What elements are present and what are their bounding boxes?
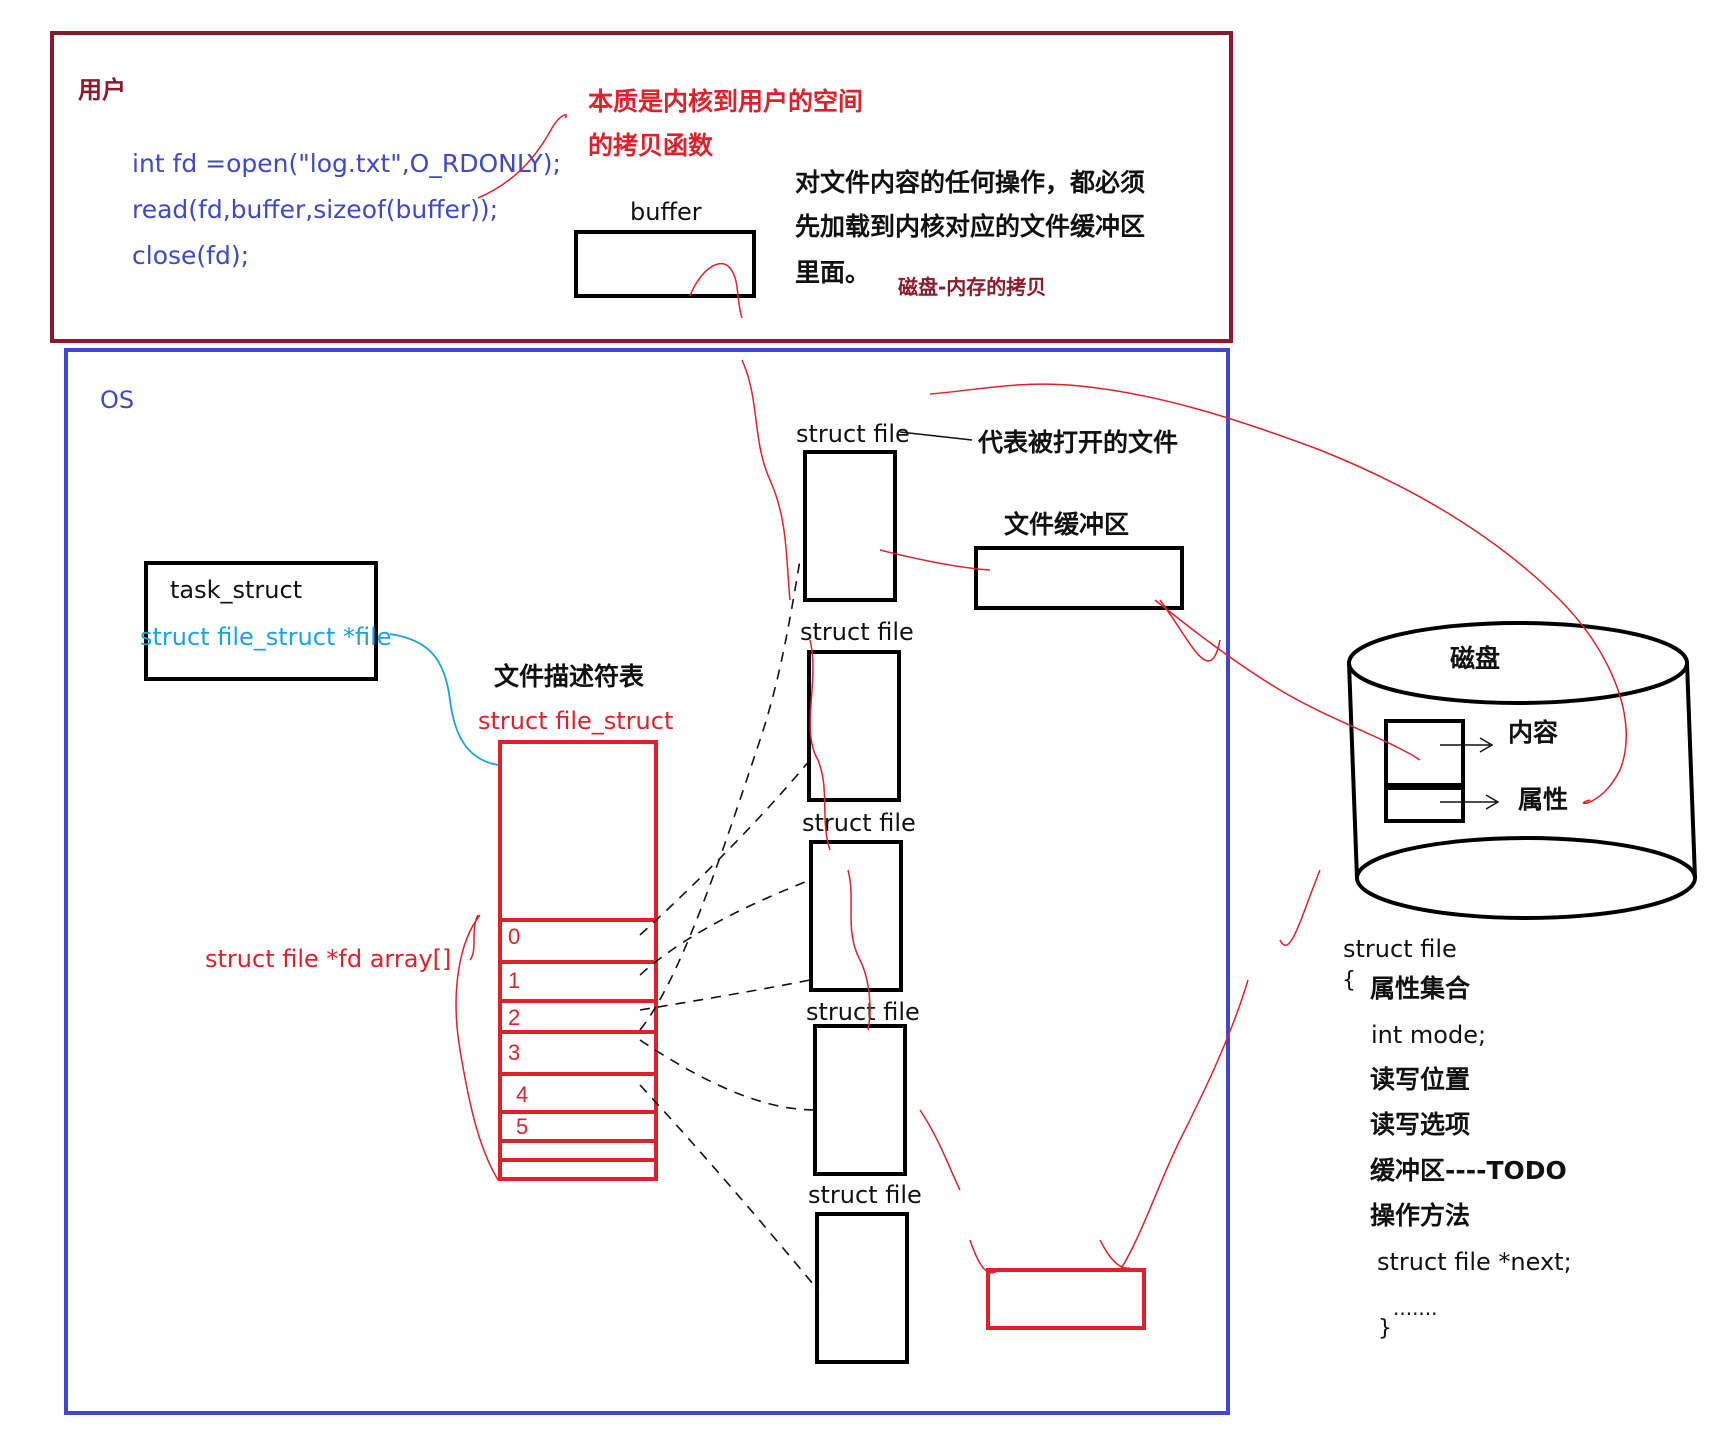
disk-attribute-block (1384, 786, 1465, 823)
struct-file-box-4 (813, 1024, 907, 1176)
task-struct-name: task_struct (170, 576, 303, 604)
struct-def-rw-position: 读写位置 (1370, 1065, 1471, 1094)
disk-memory-copy-note: 磁盘-内存的拷贝 (898, 275, 1047, 299)
fd-index-4: 4 (516, 1082, 529, 1107)
fd-index-3: 3 (508, 1040, 521, 1065)
fd-index-5: 5 (516, 1114, 529, 1139)
kernel-file-buffer-box (974, 546, 1184, 610)
dashed-pointer-fd4 (639, 1084, 819, 1291)
fd-table-struct-name: struct file_struct (478, 707, 674, 735)
struct-file-box-2 (807, 650, 901, 802)
file-op-note-line-2: 先加载到内核对应的文件缓冲区 (795, 212, 1146, 241)
task-struct-file-field: struct file_struct *file (140, 623, 392, 651)
fd-index-0: 0 (508, 924, 521, 949)
opened-file-note: 代表被打开的文件 (978, 428, 1179, 457)
fd-slot-6 (502, 1139, 654, 1143)
buffer-label: buffer (630, 198, 702, 226)
struct-def-operations: 操作方法 (1370, 1201, 1471, 1230)
copy-note-line-2: 的拷贝函数 (588, 131, 714, 160)
code-line-close: close(fd); (132, 241, 249, 270)
file-op-note-line-3: 里面。 (795, 258, 871, 287)
red-stroke-filebuffer (879, 549, 991, 571)
fd-slot-4: 4 (502, 1072, 654, 1107)
red-stroke-fd-bracket (455, 914, 499, 1181)
dashed-pointer-fd2 (639, 979, 811, 1011)
struct-file-box-3 (809, 840, 903, 992)
struct-file-label-3: struct file (802, 809, 916, 837)
disk-attribute-label: 属性 (1518, 785, 1569, 814)
red-stroke-buffer (689, 262, 743, 319)
struct-file-label-1: struct file (796, 420, 910, 448)
arrow-to-opened-file-note (899, 431, 973, 441)
os-space-frame (64, 348, 1230, 1415)
fd-slot-2: 2 (502, 999, 654, 1030)
user-space-title: 用户 (78, 76, 126, 104)
red-stroke-kernel-1 (741, 359, 791, 601)
fd-slot-1: 1 (502, 960, 654, 993)
struct-file-box-1 (803, 450, 897, 602)
second-file-buffer-box (986, 1268, 1146, 1330)
fd-slot-0: 0 (502, 918, 654, 949)
disk-content-label: 内容 (1508, 718, 1559, 747)
struct-def-ellipsis: ....... (1393, 1296, 1438, 1320)
red-stroke-buffer-down (1159, 599, 1221, 662)
struct-file-box-5 (815, 1212, 909, 1364)
fd-index-1: 1 (508, 968, 521, 993)
struct-def-open-brace: { (1342, 968, 1356, 993)
struct-def-header: struct file (1343, 935, 1457, 963)
red-stroke-bottom-right (1099, 1239, 1131, 1269)
red-stroke-bracket-tip (469, 914, 479, 961)
file-buffer-label: 文件缓冲区 (1004, 510, 1130, 539)
dashed-pointer-fd1 (639, 879, 811, 976)
struct-def-rw-options: 读写选项 (1370, 1110, 1471, 1139)
code-line-open: int fd =open("log.txt",O_RDONLY); (132, 149, 561, 178)
red-stroke-kernel-2 (809, 639, 831, 851)
struct-def-next: struct file *next; (1377, 1248, 1572, 1276)
struct-def-buffer-todo: 缓冲区----TODO (1370, 1156, 1567, 1185)
fd-table-title: 文件描述符表 (494, 662, 645, 691)
struct-file-label-2: struct file (800, 618, 914, 646)
red-stroke-disk-arc (929, 383, 1627, 805)
copy-note-line-1: 本质是内核到用户的空间 (588, 87, 864, 116)
os-title: OS (100, 386, 135, 414)
red-stroke-lower (1119, 979, 1249, 1271)
fd-slot-5: 5 (502, 1110, 654, 1139)
fd-table-box: 0 1 2 3 4 5 (498, 740, 658, 1181)
code-line-read: read(fd,buffer,sizeof(buffer)); (132, 195, 499, 224)
struct-file-label-4: struct file (806, 998, 920, 1026)
red-stroke-right (1279, 869, 1321, 947)
fd-array-label: struct file *fd array[] (205, 945, 452, 973)
struct-def-attributes: 属性集合 (1370, 974, 1471, 1003)
red-stroke-disk-link (1154, 599, 1421, 761)
red-stroke-mid (919, 1109, 961, 1191)
cyan-pointer-to-fd-table (389, 633, 499, 766)
red-stroke-bottom-left (969, 1239, 1001, 1274)
struct-def-close-brace: } (1378, 1316, 1392, 1341)
dashed-pointer-fd0 (639, 759, 811, 936)
user-space-frame (50, 31, 1233, 343)
struct-def-mode: int mode; (1371, 1021, 1487, 1049)
fd-index-2: 2 (508, 1005, 521, 1030)
task-struct-box (144, 561, 378, 681)
fd-slot-7 (502, 1158, 654, 1162)
disk-content-block (1384, 719, 1465, 787)
dashed-pointer-fd3 (639, 1039, 816, 1111)
struct-file-label-5: struct file (808, 1181, 922, 1209)
red-stroke-kernel-3 (847, 869, 871, 1031)
arrow-to-content (1440, 737, 1494, 753)
arrow-to-attribute (1440, 794, 1500, 810)
dashed-pointer-fd1-alt (639, 559, 801, 1031)
red-stroke-copy-note (477, 114, 567, 199)
user-buffer-box (574, 230, 756, 298)
file-op-note-line-1: 对文件内容的任何操作，都必须 (795, 168, 1146, 197)
disk-title: 磁盘 (1450, 644, 1501, 673)
fd-slot-3: 3 (502, 1030, 654, 1065)
